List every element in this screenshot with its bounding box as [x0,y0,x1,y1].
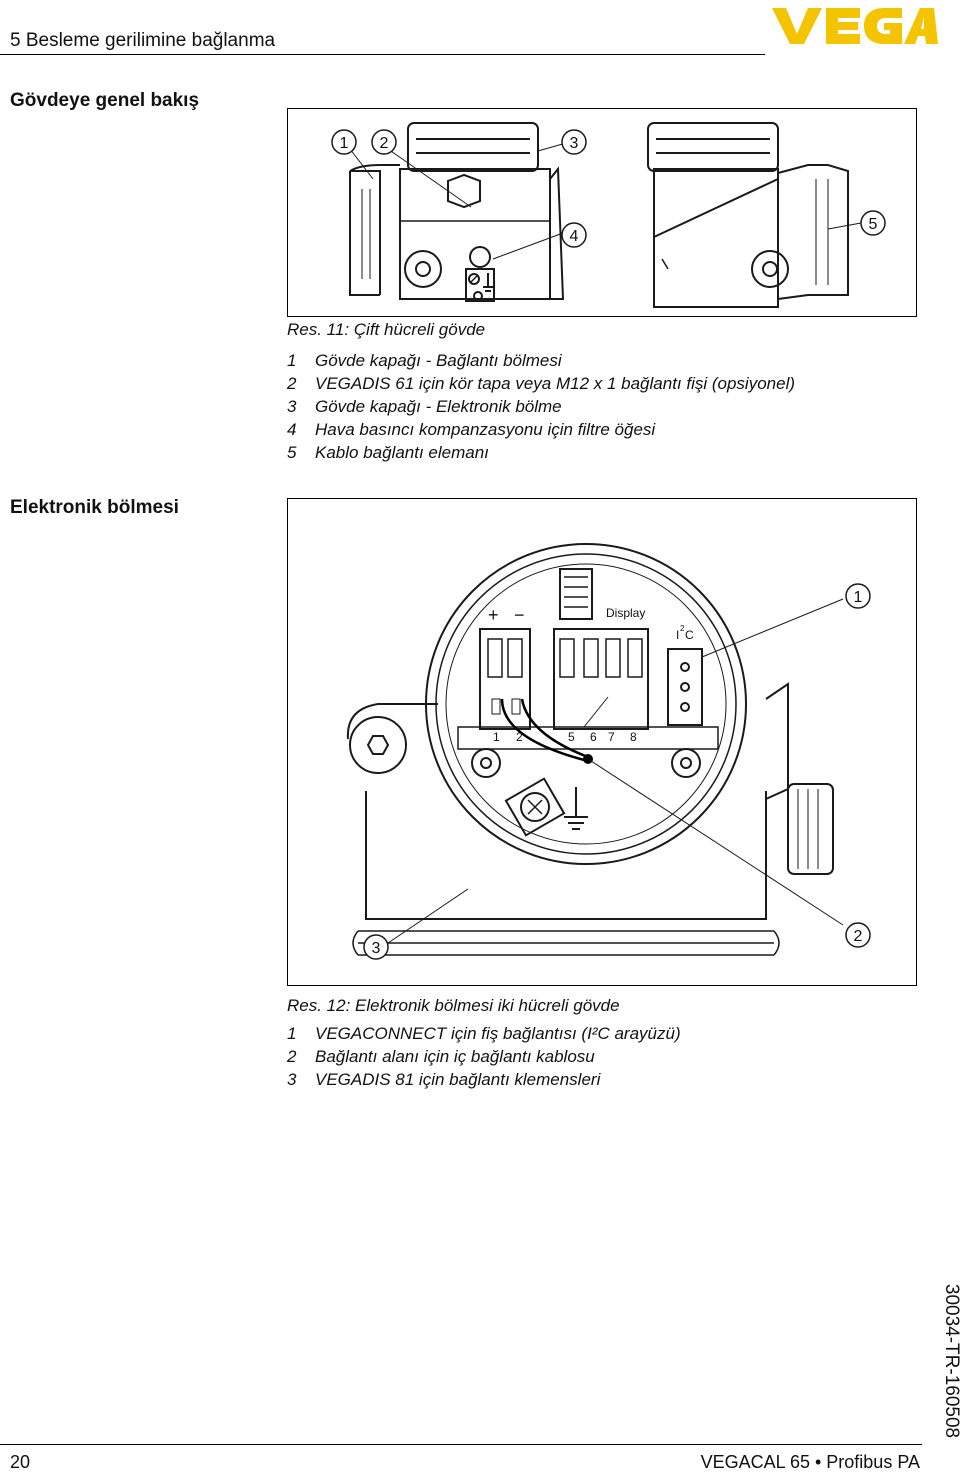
minus-label: − [514,605,525,625]
electronics-drawing: 1 2 3 + − Display I 2 C 1 2 5 6 7 8 [346,543,871,960]
footer-rule [0,1444,922,1445]
document-id: 30034-TR-160508 [941,1283,960,1439]
figure-caption-11: Res. 11: Çift hücreli gövde [287,320,486,339]
figure-double-chamber-housing: 1 2 3 4 5 [287,108,917,317]
section-heading-housing-overview: Gövdeye genel bakış [10,90,200,111]
callout-2: 2 [854,928,863,945]
plus-label: + [488,605,499,625]
vega-logo [772,8,938,44]
terminal-number: 7 [608,730,615,744]
callout-4: 4 [570,228,579,245]
housing-drawing: 1 2 3 4 5 [331,122,886,308]
page-number: 20 [10,1452,31,1472]
callout-5: 5 [869,216,878,233]
i2c-label-i: I [676,628,679,642]
terminal-number: 5 [568,730,575,744]
callout-3: 3 [372,940,381,957]
callout-3: 3 [570,135,579,152]
footer-product: VEGACAL 65 • Profibus PA [700,1452,920,1472]
section-heading-electronics-compartment: Elektronik bölmesi [10,497,179,518]
figure-caption-12: Res. 12: Elektronik bölmesi iki hücreli … [287,996,620,1015]
i2c-label-sup: 2 [680,624,685,633]
running-header: 5 Besleme gerilimine bağlanma [10,30,276,51]
callout-1: 1 [340,135,349,152]
callout-2: 2 [380,135,389,152]
i2c-label-c: C [685,628,694,642]
callout-1: 1 [854,589,863,606]
terminal-number: 6 [590,730,597,744]
header-rule [0,54,765,55]
terminal-number: 1 [493,730,500,744]
figure-electronics-compartment: 1 2 3 + − Display I 2 C 1 2 5 6 7 8 [287,498,917,986]
display-label: Display [606,606,645,620]
terminal-number: 2 [516,730,523,744]
terminal-number: 8 [630,730,637,744]
